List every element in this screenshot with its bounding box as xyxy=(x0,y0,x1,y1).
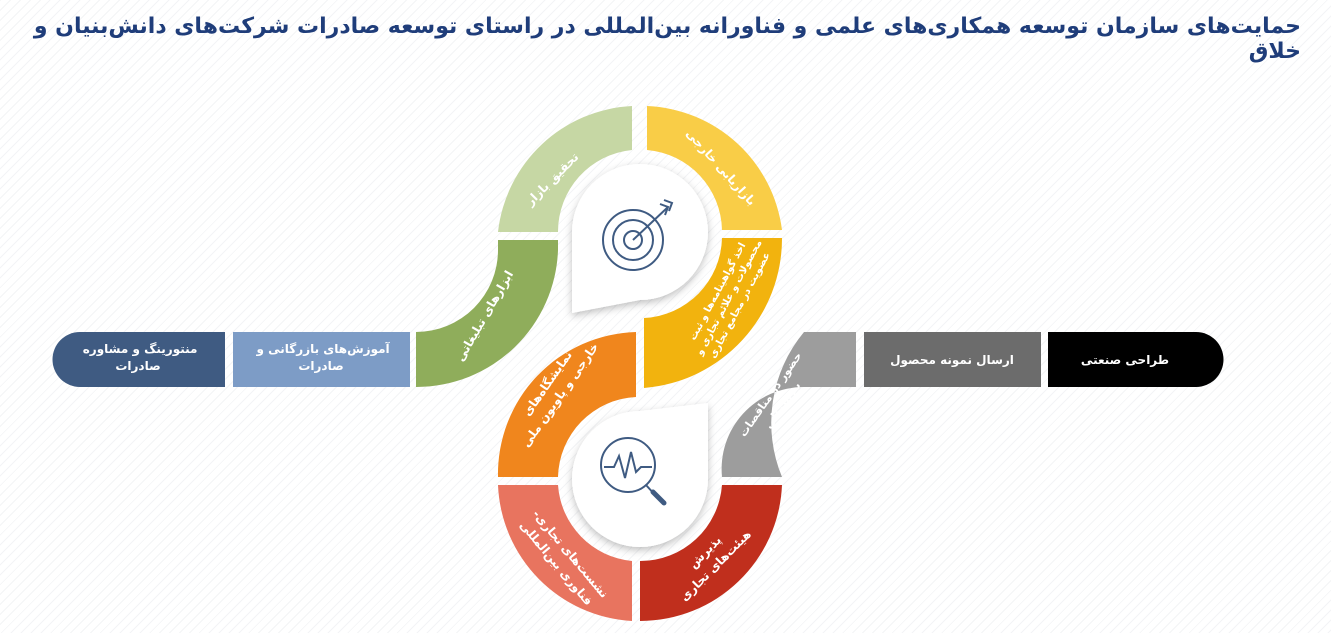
sample-sending-box: ارسال نمونه محصول xyxy=(864,332,1041,387)
mentoring-box: منتورینگ و مشاوره صادرات xyxy=(52,332,225,387)
training-label: آموزش‌های بازرگانی و صادرات xyxy=(252,341,390,373)
advertising-tools-shape xyxy=(416,240,558,388)
trade-missions-shape xyxy=(640,485,782,622)
exhibitions-shape xyxy=(497,332,636,477)
industrial-design-box: طراحی صنعتی xyxy=(1048,332,1224,387)
sessions-shape xyxy=(498,485,632,621)
industrial-design-label: طراحی صنعتی xyxy=(1081,353,1169,367)
certificates-shape xyxy=(644,238,783,388)
industrial-design-shape xyxy=(1048,332,1224,387)
sample-sending-label: ارسال نمونه محصول xyxy=(890,353,1014,368)
training-shape xyxy=(233,332,410,387)
target-icon xyxy=(602,199,674,271)
analysis-drop xyxy=(572,403,708,547)
market-research-shape xyxy=(498,106,632,232)
mentoring-shape xyxy=(52,332,225,387)
training-box: آموزش‌های بازرگانی و صادرات xyxy=(233,332,410,387)
target-drop xyxy=(572,164,708,313)
analysis-magnifier-icon xyxy=(600,437,667,506)
page-title: حمایت‌های سازمان توسعه همکاری‌های علمی و… xyxy=(33,14,1301,64)
tenders-shape xyxy=(721,332,856,477)
mentoring-label: منتورینگ و مشاوره صادرات xyxy=(79,342,198,373)
foreign-marketing-shape xyxy=(647,106,782,230)
sample-sending-shape xyxy=(864,332,1041,387)
